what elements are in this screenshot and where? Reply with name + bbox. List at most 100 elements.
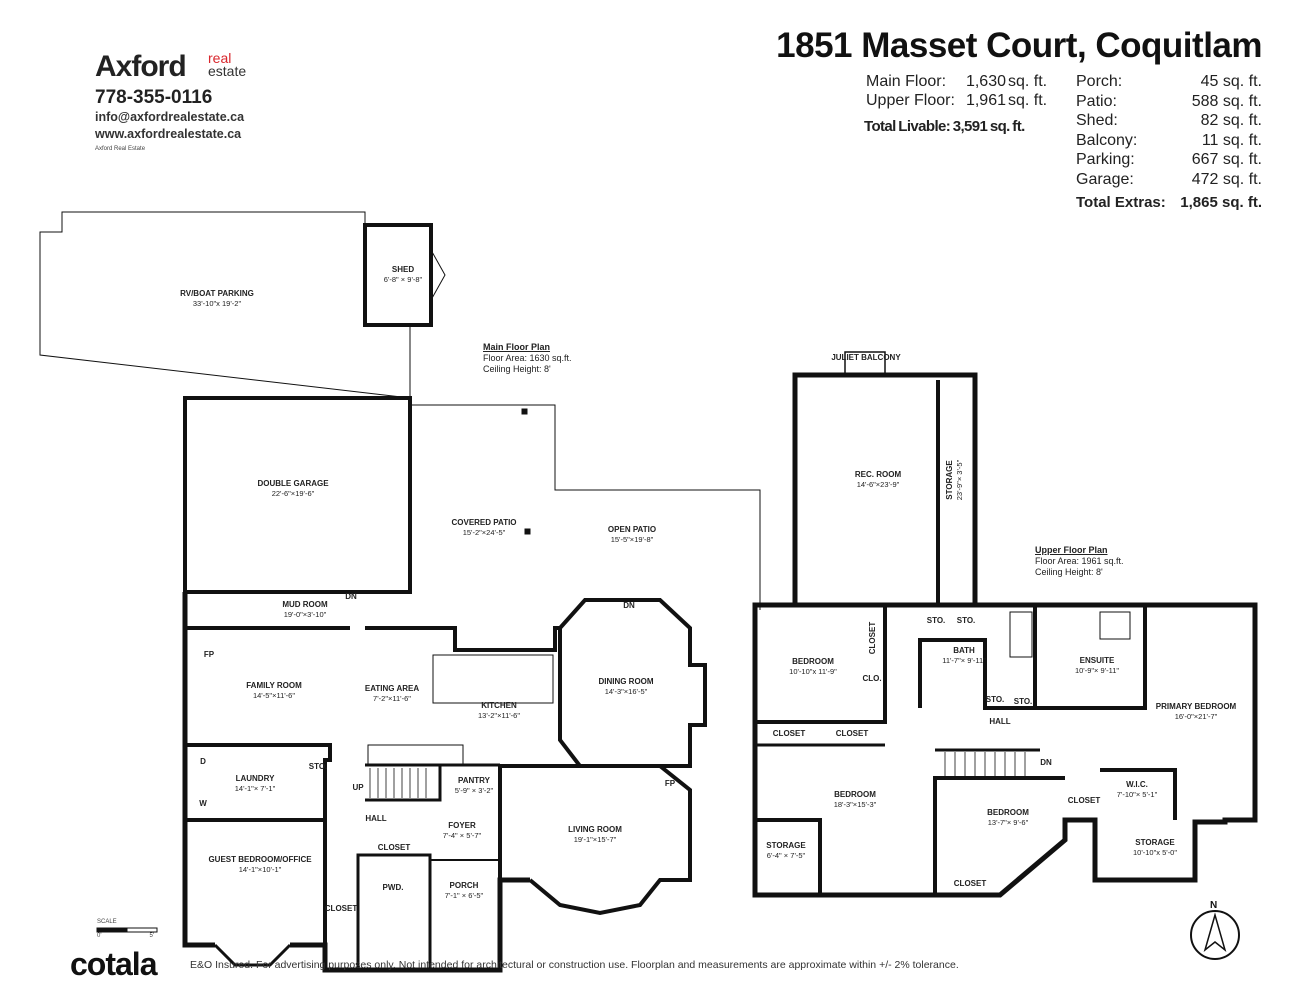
logo-text: Axford <box>95 50 187 83</box>
room-name: DOUBLE GARAGE <box>257 479 329 488</box>
room-dimensions: 22'-6"×19'-6" <box>271 489 315 498</box>
patio-outline <box>410 404 761 610</box>
room-sto: STO. <box>986 695 1005 705</box>
room-pwd: PWD. <box>383 883 404 893</box>
room-name: STORAGE <box>1135 838 1175 847</box>
room-dn: DN <box>623 601 635 611</box>
extra-value: 588 sq. ft. <box>1191 92 1262 110</box>
total-livable-label: Total Livable: <box>864 118 951 135</box>
agency-email: info@axfordrealestate.ca <box>95 110 245 124</box>
ensuite-walls <box>1035 605 1147 710</box>
shed-walls <box>363 223 433 327</box>
agency-website: www.axfordrealestate.ca <box>95 127 242 141</box>
main-floor-header: Main Floor Plan Floor Area: 1630 sq.ft. … <box>483 342 572 375</box>
room-name: BEDROOM <box>792 657 834 666</box>
patio-post <box>521 408 528 415</box>
extra-label: Parking: <box>1076 151 1135 168</box>
scale: SCALE 0'5' <box>97 919 154 940</box>
livable-value: 1,961 <box>965 92 1006 109</box>
logo-sub-real: real <box>208 50 232 66</box>
extra-row: Shed:82 sq. ft. <box>1076 112 1262 132</box>
room-name: LIVING ROOM <box>568 825 622 834</box>
room-name: PORCH <box>449 881 479 890</box>
room-name: DN <box>1040 758 1052 767</box>
room-name: GUEST BEDROOM/OFFICE <box>208 855 312 864</box>
room-name: RV/BOAT PARKING <box>180 289 254 298</box>
storage-wall <box>755 818 822 895</box>
kitchen-counter <box>432 654 554 704</box>
extra-label: Patio: <box>1076 92 1117 110</box>
room-name: W <box>199 799 207 808</box>
room-name: ENSUITE <box>1079 656 1115 665</box>
main-floor-title: Main Floor Plan <box>483 342 551 352</box>
scale-five: 5' <box>149 933 154 939</box>
extra-label: Shed: <box>1076 112 1118 129</box>
disclaimer: E&O Insured. For advertising purposes on… <box>190 959 959 971</box>
total-extras-label: Total Extras: <box>1076 194 1166 211</box>
room-name: HALL <box>365 814 387 823</box>
bathtub <box>1009 611 1033 658</box>
room-dimensions: 15'-2"×24'-5" <box>462 528 506 537</box>
extra-label: Porch: <box>1076 73 1123 90</box>
room-clo: CLO. <box>862 674 881 684</box>
room-w-i-c: W.I.C.7'-10"× 5'-1" <box>1117 780 1158 800</box>
patio-post <box>524 528 531 535</box>
room-closet: CLOSET <box>773 729 805 739</box>
room-name: STORAGE <box>766 841 806 850</box>
guest-bay <box>213 943 292 967</box>
room-name: CLOSET <box>953 879 987 888</box>
upper-exterior-wall <box>752 602 1258 898</box>
upper-floor-area: Floor Area: 1961 sq.ft. <box>1035 556 1124 566</box>
room-dn: DN <box>1040 758 1052 768</box>
room-dimensions: 23'-9"× 3'-5" <box>955 459 964 501</box>
wic-walls <box>1100 768 1177 820</box>
upper-floor-header: Upper Floor Plan Floor Area: 1961 sq.ft.… <box>1035 545 1124 578</box>
upper-floor-ceiling: Ceiling Height: 8' <box>1035 567 1103 577</box>
room-name: CLOSET <box>1067 796 1101 805</box>
room-dimensions: 14'-5"×11'-6" <box>252 691 296 700</box>
livable-unit: sq. ft. <box>1008 92 1048 109</box>
upper-floor-title: Upper Floor Plan <box>1035 545 1108 555</box>
room-dimensions: 13'-2"×11'-6" <box>477 711 521 720</box>
room-name: BEDROOM <box>987 808 1029 817</box>
laundry-walls <box>185 743 332 822</box>
room-name: OPEN PATIO <box>607 525 657 534</box>
agency-brokerage: Axford Real Estate <box>95 146 146 152</box>
extra-row: Balcony:11 sq. ft. <box>1076 132 1262 152</box>
room-dimensions: 14'-1"× 7'-1" <box>234 784 276 793</box>
bedroom-wall <box>755 605 887 724</box>
room-name: STO. <box>308 762 328 771</box>
room-closet: CLOSET <box>836 729 868 739</box>
main-floor-area: Floor Area: 1630 sq.ft. <box>483 353 572 363</box>
room-dimensions: 7'-1" × 6'-5" <box>444 891 484 900</box>
room-name: JULIET BALCONY <box>831 353 901 362</box>
room-dimensions: 13'-7"× 9'-6" <box>987 818 1029 827</box>
scale-zero: 0' <box>97 933 102 939</box>
room-dimensions: 10'-9"× 9'-11" <box>1074 666 1120 675</box>
room-name: DN <box>345 592 357 601</box>
room-dimensions: 14'-3"×16'-5" <box>604 687 648 696</box>
room-dimensions: 7'-2"×11'-6" <box>373 694 411 703</box>
logo-sub-estate: estate <box>208 63 247 79</box>
extra-value: 45 sq. ft. <box>1200 73 1262 90</box>
extra-value: 11 sq. ft. <box>1201 131 1262 149</box>
room-dimensions: 7'-10"× 5'-1" <box>1116 790 1158 799</box>
extra-row: Garage:472 sq. ft. <box>1076 171 1262 191</box>
room-closet: CLOSET <box>954 879 986 889</box>
